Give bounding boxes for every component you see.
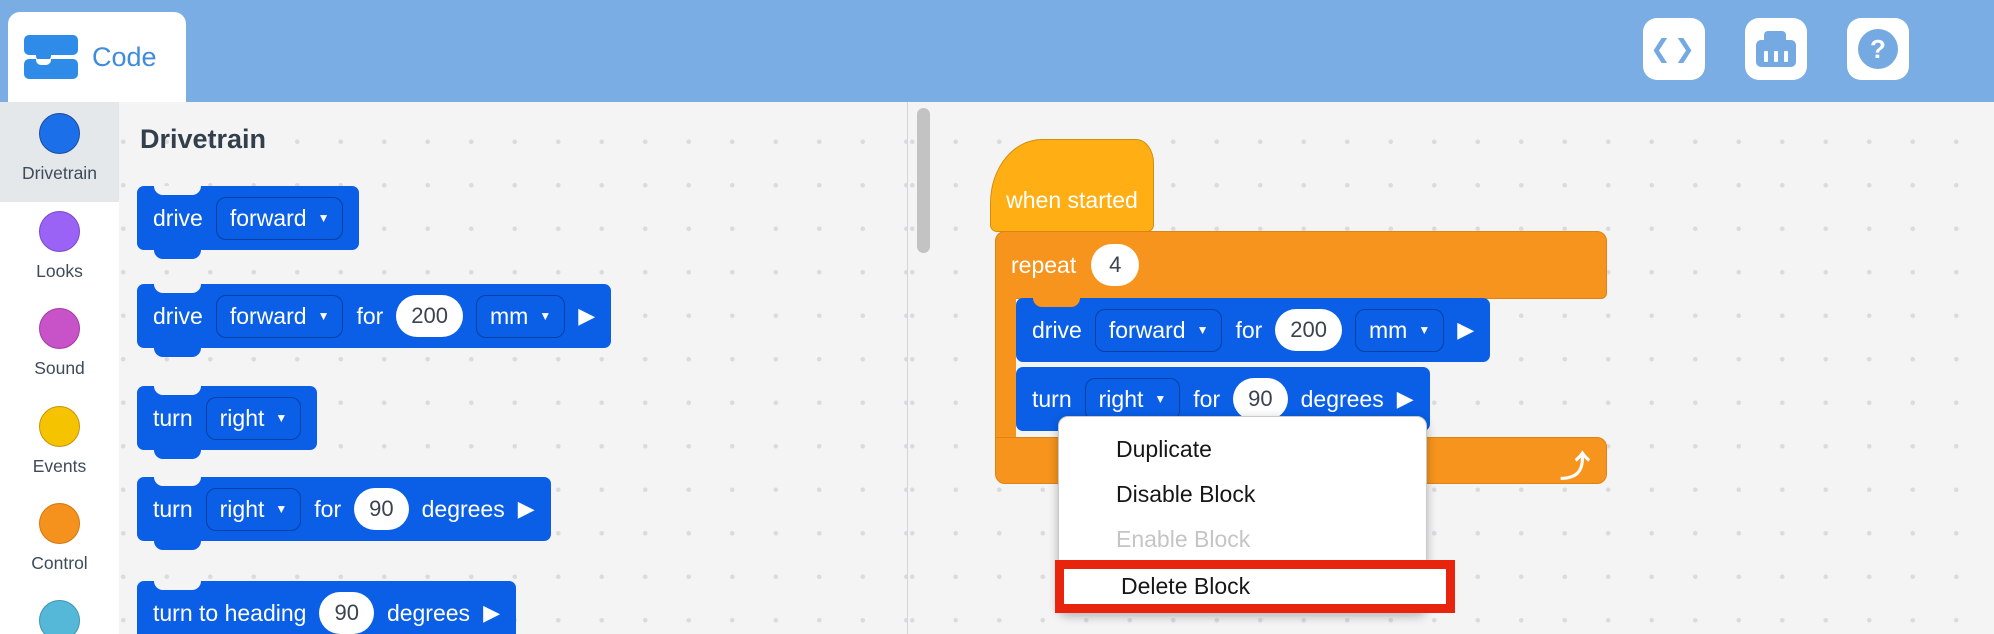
caret-down-icon: ▼ xyxy=(1418,323,1431,337)
workspace-drive-block[interactable]: drive forward ▼ for 200 mm ▼ ▶ xyxy=(1016,298,1491,362)
sidebar-item-events[interactable]: Events xyxy=(0,395,119,492)
blocks-icon xyxy=(24,34,78,80)
palette-block-drive[interactable]: drive forward ▼ xyxy=(137,186,360,259)
sidebar-item-label: Looks xyxy=(36,261,83,281)
block-word: degrees xyxy=(1300,385,1384,412)
block-word: drive xyxy=(153,302,203,329)
block-word: drive xyxy=(153,204,203,231)
block-palette: Drivetrain drive forward ▼ drive forward… xyxy=(119,102,908,634)
direction-dropdown[interactable]: forward ▼ xyxy=(1094,308,1223,352)
sensing-category-icon xyxy=(39,600,80,634)
menu-item-enable-block: Enable Block xyxy=(1116,526,1251,552)
help-icon: ? xyxy=(1858,29,1898,69)
sidebar-item-label: Drivetrain xyxy=(22,163,97,183)
sidebar-item-label: Control xyxy=(31,553,88,573)
play-icon[interactable]: ▶ xyxy=(1457,317,1475,342)
repeat-count-oval[interactable]: 4 xyxy=(1091,244,1140,286)
brain-button[interactable] xyxy=(1745,18,1807,80)
value-oval[interactable]: 200 xyxy=(396,295,464,337)
block-word: turn xyxy=(153,495,193,522)
block-word: degrees xyxy=(386,599,471,626)
looks-category-icon xyxy=(39,211,80,252)
tab-code[interactable]: Code xyxy=(8,12,186,102)
sidebar-item-sound[interactable]: Sound xyxy=(0,297,119,394)
code-tab-label: Code xyxy=(92,41,157,72)
annotation-highlight: Delete Block xyxy=(1055,560,1455,613)
top-bar: Code ❮❯ ? xyxy=(0,0,1994,102)
unit-dropdown[interactable]: mm ▼ xyxy=(476,294,566,338)
play-icon[interactable]: ▶ xyxy=(517,496,535,521)
caret-down-icon: ▼ xyxy=(317,309,330,323)
value-oval[interactable]: 90 xyxy=(319,592,374,634)
sidebar-item-label: Sound xyxy=(34,358,85,378)
repeat-block-top[interactable]: repeat 4 xyxy=(995,231,1607,299)
repeat-block-arm[interactable] xyxy=(995,297,1016,440)
block-word: turn xyxy=(153,404,193,431)
sidebar-item-drivetrain[interactable]: Drivetrain xyxy=(0,102,119,202)
category-sidebar: Drivetrain Looks Sound Events Control xyxy=(0,102,119,634)
play-icon[interactable]: ▶ xyxy=(1396,386,1414,411)
sidebar-item-looks[interactable]: Looks xyxy=(0,200,119,297)
value-oval[interactable]: 90 xyxy=(354,488,409,530)
palette-block-turn[interactable]: turn right ▼ xyxy=(137,386,318,459)
palette-heading: Drivetrain xyxy=(140,124,267,154)
sidebar-item-next-category[interactable] xyxy=(0,589,119,634)
palette-block-drive-for[interactable]: drive forward ▼ for 200 mm ▼ ▶ xyxy=(137,284,612,357)
caret-down-icon: ▼ xyxy=(275,411,288,425)
menu-item-duplicate[interactable]: Duplicate xyxy=(1116,436,1212,462)
palette-block-turn-to-heading[interactable]: turn to heading 90 degrees ▶ xyxy=(137,581,516,634)
block-word: turn to heading xyxy=(153,599,307,626)
block-word: for xyxy=(1235,316,1263,343)
repeat-label: repeat xyxy=(1011,251,1077,278)
sound-category-icon xyxy=(39,308,80,349)
block-word: for xyxy=(356,302,384,329)
direction-dropdown[interactable]: right ▼ xyxy=(1084,377,1181,421)
sidebar-item-control[interactable]: Control xyxy=(0,492,119,589)
play-icon[interactable]: ▶ xyxy=(483,600,500,625)
code-view-button[interactable]: ❮❯ xyxy=(1643,18,1705,80)
value-oval[interactable]: 90 xyxy=(1233,378,1288,420)
control-category-icon xyxy=(39,503,80,544)
when-started-block[interactable]: when started xyxy=(990,139,1154,240)
direction-dropdown[interactable]: right ▼ xyxy=(205,487,302,531)
brain-device-icon xyxy=(1756,31,1796,67)
block-word: for xyxy=(1193,385,1221,412)
caret-down-icon: ▼ xyxy=(1196,323,1209,337)
workspace-canvas[interactable]: when started repeat 4 ⤴ drive forward ▼ … xyxy=(908,102,1994,634)
hat-label: when started xyxy=(1006,187,1138,213)
menu-item-delete-block[interactable]: Delete Block xyxy=(1121,573,1251,599)
direction-dropdown[interactable]: forward ▼ xyxy=(215,196,344,240)
block-word: degrees xyxy=(421,495,505,522)
workspace-scrollbar[interactable] xyxy=(917,108,930,253)
caret-down-icon: ▼ xyxy=(317,211,330,225)
palette-block-turn-for[interactable]: turn right ▼ for 90 degrees ▶ xyxy=(137,477,551,550)
unit-dropdown[interactable]: mm ▼ xyxy=(1355,308,1445,352)
caret-down-icon: ▼ xyxy=(275,502,288,516)
code-view-icon: ❮❯ xyxy=(1650,35,1698,63)
drivetrain-category-icon xyxy=(39,113,80,154)
menu-item-disable-block[interactable]: Disable Block xyxy=(1116,481,1256,507)
help-button[interactable]: ? xyxy=(1847,18,1909,80)
value-oval[interactable]: 200 xyxy=(1275,309,1343,351)
direction-dropdown[interactable]: right ▼ xyxy=(205,396,302,440)
loop-arrow-icon: ⤴ xyxy=(1560,451,1590,484)
block-word: turn xyxy=(1032,385,1072,412)
caret-down-icon: ▼ xyxy=(539,309,552,323)
sidebar-item-label: Events xyxy=(32,456,87,476)
events-category-icon xyxy=(39,406,80,447)
play-icon[interactable]: ▶ xyxy=(578,303,596,328)
block-word: for xyxy=(314,495,342,522)
caret-down-icon: ▼ xyxy=(1154,392,1167,406)
block-word: drive xyxy=(1032,316,1082,343)
direction-dropdown[interactable]: forward ▼ xyxy=(215,294,344,338)
